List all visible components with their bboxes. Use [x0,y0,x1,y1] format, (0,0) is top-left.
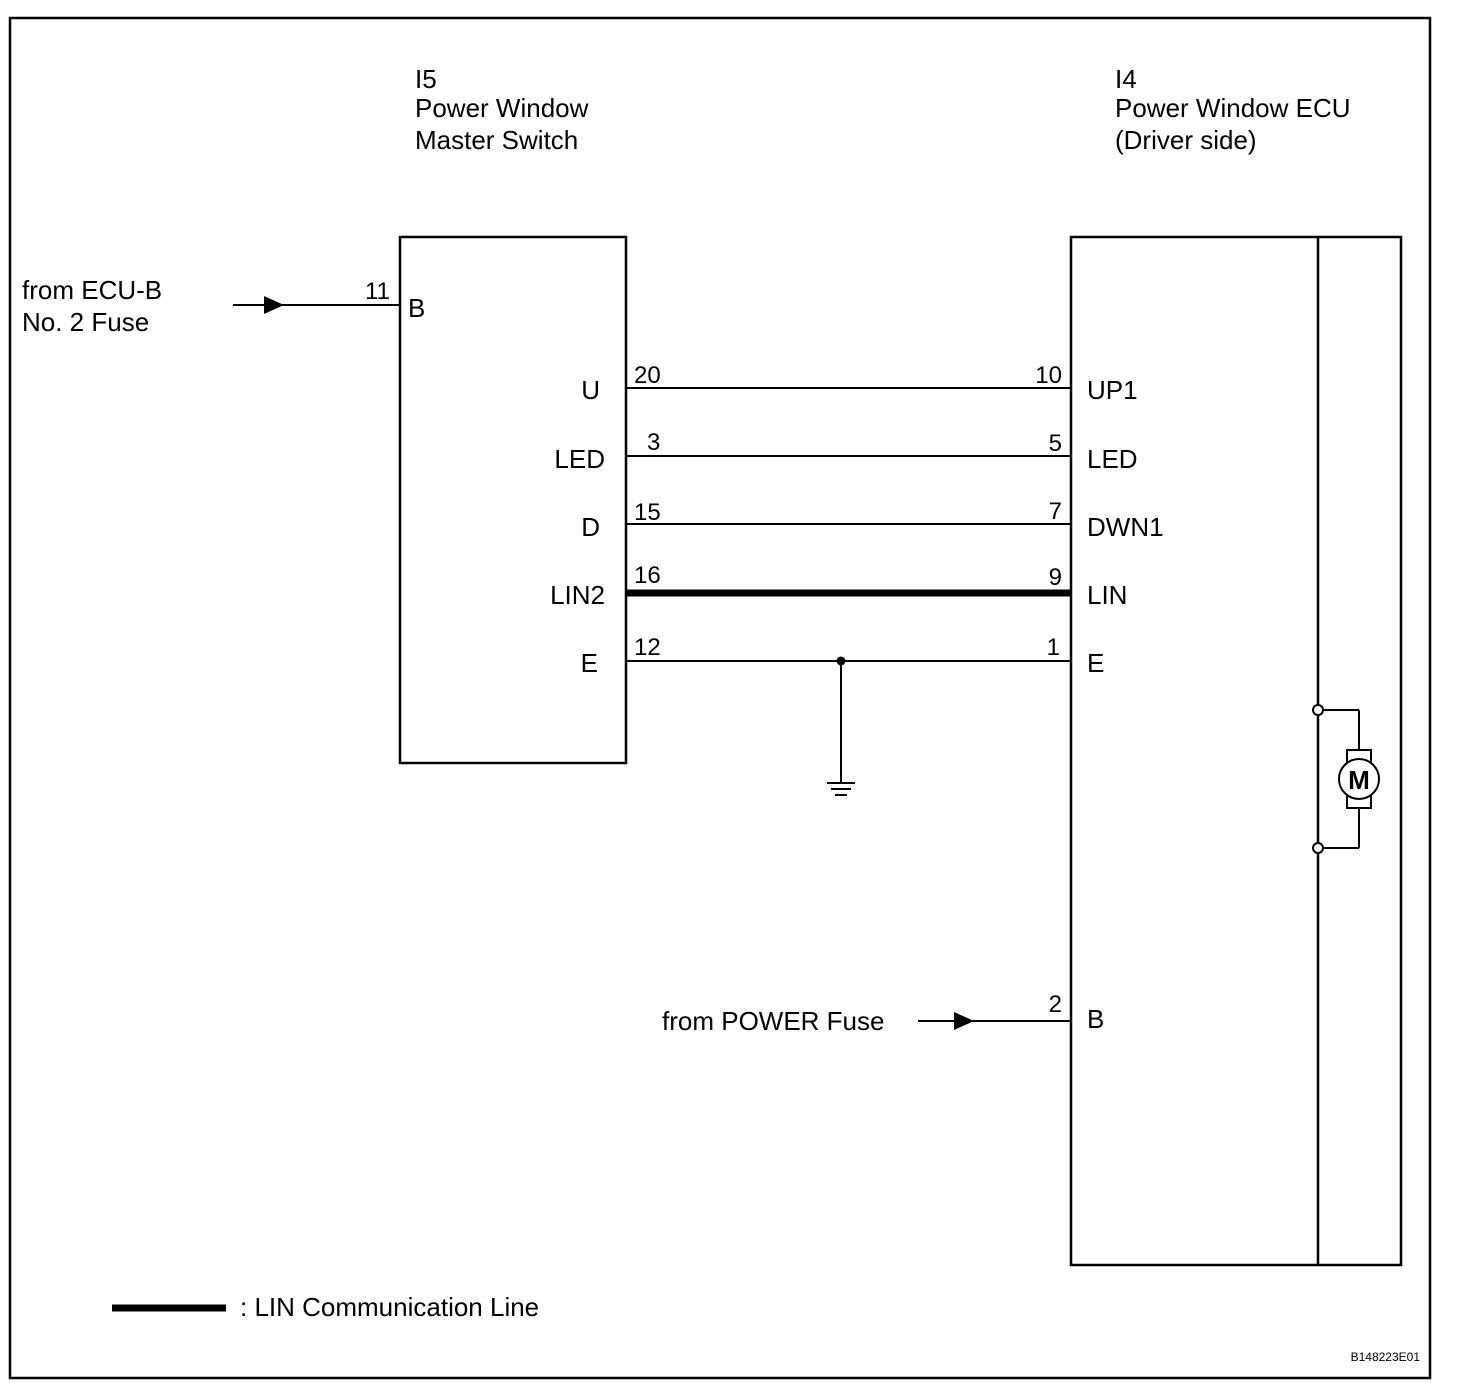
figure-code: B148223E01 [1351,1350,1421,1364]
pin-12: 12 [634,634,661,661]
ecu-b-source-line2: No. 2 Fuse [22,307,149,337]
term-b-ecu: B [1087,1004,1104,1034]
master-switch-name-line1: Power Window [415,93,589,123]
ecu-name-line1: Power Window ECU [1115,93,1351,123]
power-fuse-arrow-icon [954,1012,974,1030]
master-switch-box [398,235,628,765]
ecu-b-source-line1: from ECU-B [22,275,162,305]
term-b-switch: B [408,293,425,323]
motor-icon [1312,704,1380,854]
term-led-ecu: LED [1087,444,1138,474]
term-up1: UP1 [1087,375,1138,405]
term-e-ecu: E [1087,648,1104,678]
pin-15: 15 [634,499,661,526]
ecu-ref: I4 [1115,64,1137,94]
pin-16: 16 [634,562,661,589]
pin-9: 9 [1049,564,1062,591]
motor-label: M [1348,765,1370,795]
legend-text: : LIN Communication Line [240,1292,539,1322]
ground-icon [827,782,855,796]
pin-11: 11 [365,278,390,305]
term-dwn1: DWN1 [1087,512,1164,542]
master-switch-name-line2: Master Switch [415,125,578,155]
pin-20: 20 [634,362,661,389]
pin-3: 3 [647,429,660,456]
ecu-box [1069,235,1403,1267]
master-switch-ref: I5 [415,64,437,94]
diagram-frame [8,16,1432,1380]
ecu-name-line2: (Driver side) [1115,125,1257,155]
term-d: D [581,512,600,542]
term-e-switch: E [581,648,598,678]
pin-7: 7 [1049,498,1062,525]
ecu-b-arrow-icon [264,296,284,314]
term-led-switch: LED [554,444,605,474]
power-fuse-source: from POWER Fuse [662,1006,884,1036]
pin-10: 10 [1035,362,1062,389]
term-lin2: LIN2 [550,580,605,610]
pin-5: 5 [1049,430,1062,457]
term-lin: LIN [1087,580,1127,610]
term-u: U [581,375,600,405]
pin-2: 2 [1049,991,1062,1018]
pin-1: 1 [1047,634,1060,661]
